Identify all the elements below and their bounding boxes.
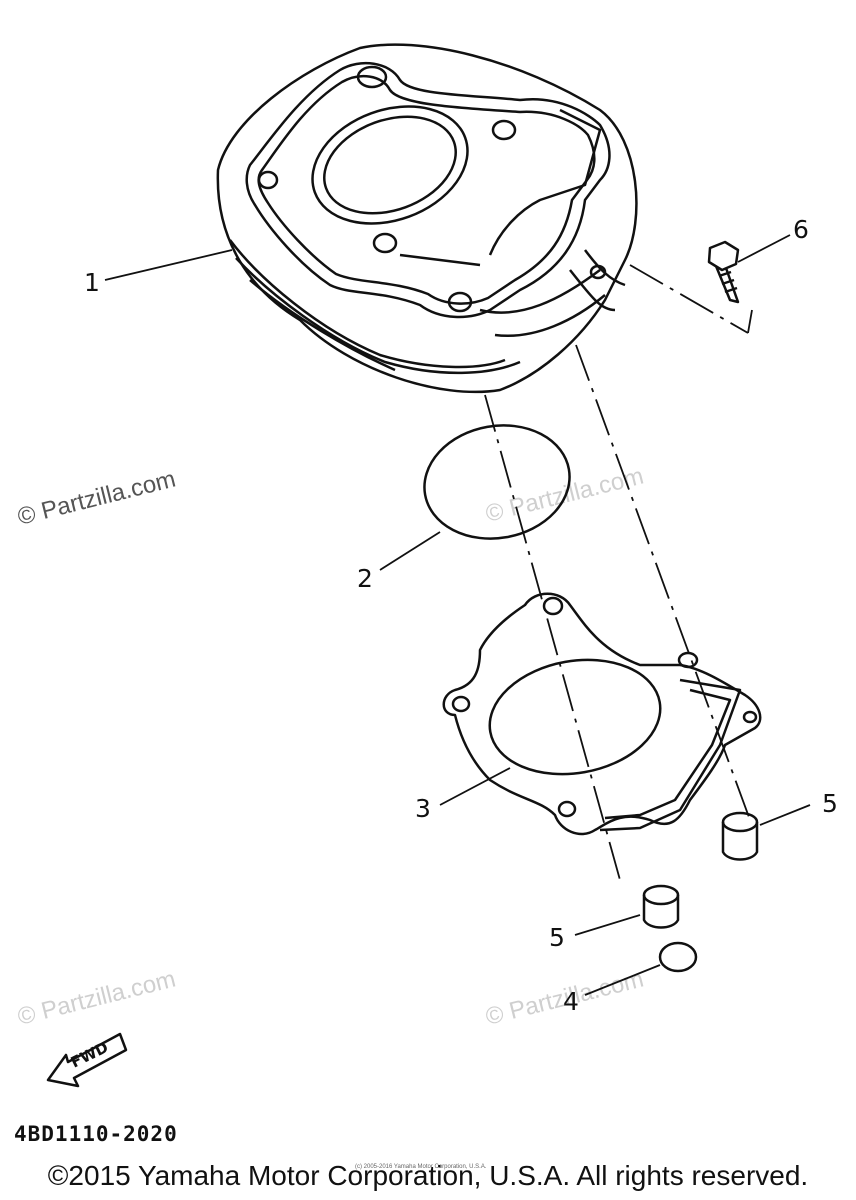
plug-part	[658, 941, 698, 973]
bolt-guide-lines	[747, 309, 753, 334]
callout-5-lower: 5	[549, 923, 565, 952]
dowel-pin-part-upper	[721, 811, 759, 861]
leader-lines	[104, 234, 811, 996]
copyright-footer: ©2015 Yamaha Motor Corporation, U.S.A. A…	[47, 1160, 809, 1191]
dowel-pin-part-lower	[642, 884, 680, 929]
o-ring-part	[423, 424, 571, 540]
watermark-lower-left: © Partzilla.com	[15, 966, 178, 1031]
cylinder-part	[216, 43, 638, 394]
bolt-part	[707, 240, 740, 304]
assembly-lines	[484, 264, 751, 881]
callout-2: 2	[357, 564, 373, 593]
callout-3: 3	[415, 794, 431, 823]
diagram-part-code: 4BD1110-2020	[14, 1122, 178, 1146]
callout-5-upper: 5	[822, 789, 838, 818]
forward-arrow-icon: FWD	[46, 1032, 128, 1088]
callout-6: 6	[793, 215, 809, 244]
watermark-left: © Partzilla.com	[15, 466, 178, 531]
tiny-copyright: (c) 2005-2016 Yamaha Motor Corporation, …	[355, 1164, 487, 1170]
base-gasket-part	[442, 592, 762, 836]
callout-4: 4	[563, 987, 579, 1016]
callout-1: 1	[84, 268, 100, 297]
